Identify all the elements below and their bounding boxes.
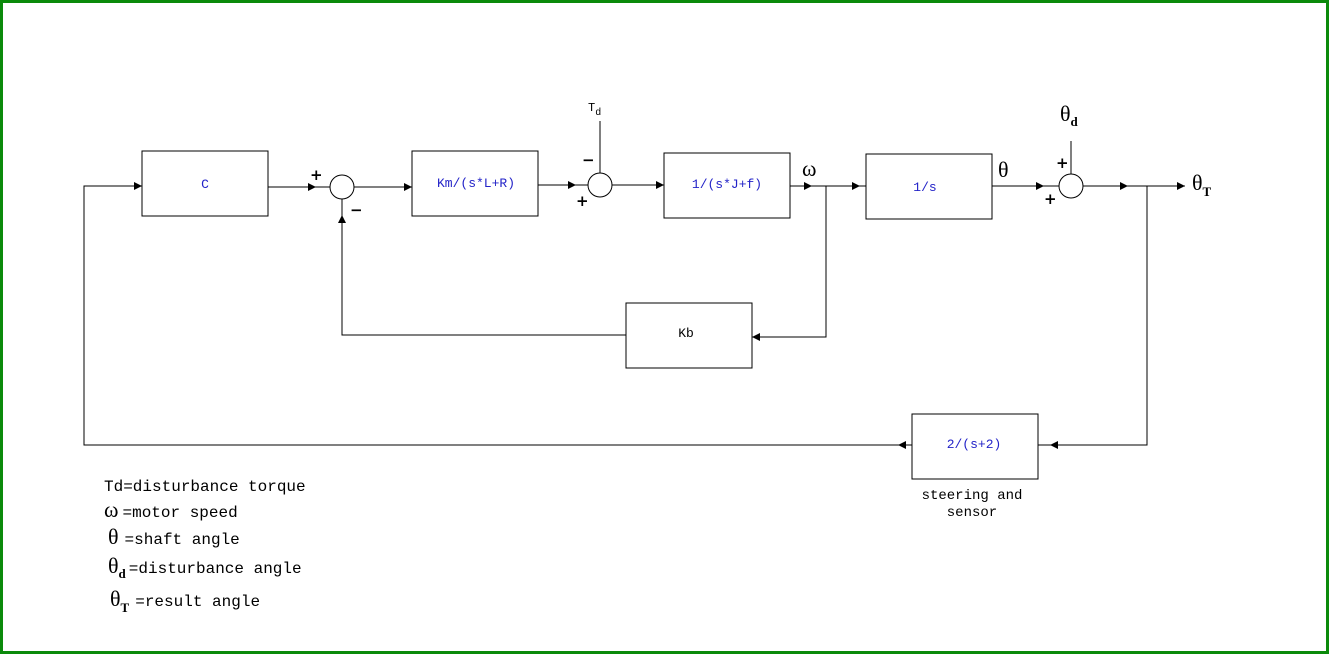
theta-t-label: θT [1192,170,1212,199]
arrow-into-sum2 [568,181,576,189]
arrow-sensor-out [898,441,906,449]
legend-item: ω=motor speed [104,497,238,522]
arrow-into-sum1 [308,183,316,191]
block-kb-label: Kb [678,326,694,341]
arrow-into-sum3 [1036,182,1044,190]
theta-d-label: θd [1060,101,1079,129]
sum1-sign-top: + [310,166,323,184]
block-sensor-label: 2/(s+2) [947,437,1002,452]
td-label: Td [588,101,601,119]
legend: Td=disturbance torque ω=motor speed θ=sh… [104,478,306,615]
block-integrator: 1/s [865,153,993,220]
wire-output-to-sensor [1038,186,1148,446]
theta-label: θ [998,157,1009,182]
arrow-omega [804,182,812,190]
arrow-into-c [134,182,142,190]
arrow-into-mech [656,181,664,189]
block-mech: 1/(s*J+f) [663,152,791,219]
outer-feedback-wire [83,185,912,446]
block-sensor: 2/(s+2) [911,413,1039,480]
legend-item: θ=shaft angle [108,524,240,549]
block-mech-label: 1/(s*J+f) [692,177,762,192]
arrow-output [1177,182,1185,190]
summing-junction-2 [587,172,613,198]
block-motor: Km/(s*L+R) [411,150,539,217]
arrow-into-sensor [1050,441,1058,449]
summing-junction-1 [329,174,355,200]
arrow-kb-into-sum1 [338,215,346,223]
sum1-sign-bottom: − [350,201,363,219]
legend-item: θd=disturbance angle [108,553,302,581]
block-kb: Kb [625,302,753,369]
arrow-into-motor [404,183,412,191]
sum3-sign-bottom: + [1044,190,1057,208]
block-motor-label: Km/(s*L+R) [437,176,515,191]
sum3-sign-top: + [1056,154,1069,172]
sum2-sign-bottom: + [576,192,589,210]
arrow-sum3-out [1120,182,1128,190]
omega-label: ω [802,156,816,181]
block-c-label: C [201,177,209,192]
sum2-sign-top: − [582,151,595,169]
arrow-into-integrator [852,182,860,190]
sensor-caption-line-2: sensor [947,505,997,521]
arrowheads [134,181,1185,449]
arrow-into-kb [752,333,760,341]
legend-item: θT=result angle [110,586,260,615]
summing-junction-3 [1058,173,1084,199]
wire-kb-to-sum1 [341,199,626,336]
block-integrator-label: 1/s [913,180,936,195]
legend-item: Td=disturbance torque [104,478,306,496]
sensor-caption-line-1: steering and [922,488,1023,504]
block-c: C [141,150,269,217]
wire-omega-to-kb [752,186,827,338]
